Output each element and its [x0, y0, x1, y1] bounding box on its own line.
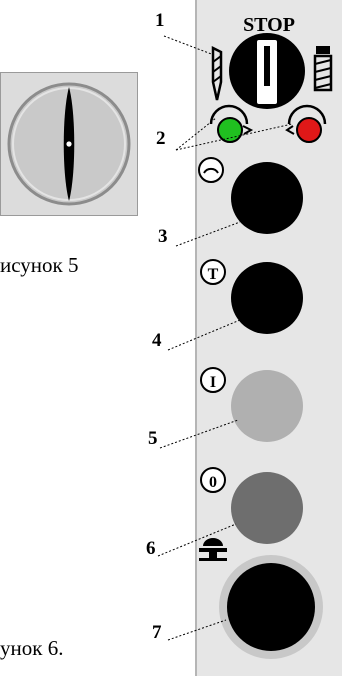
stop-label: STOP	[243, 14, 295, 36]
figure5-caption: исунок 5	[0, 253, 79, 277]
rotary-selector-plate	[0, 72, 138, 216]
rotary-selector-center-dot	[66, 141, 72, 147]
figure6-caption: унок 6.	[0, 636, 64, 660]
indicator-right-lamp	[296, 117, 322, 143]
button6-symbol-icon	[200, 467, 226, 493]
button4-symbol: T	[208, 266, 219, 283]
button3[interactable]	[231, 162, 303, 234]
indicator-left-lamp	[217, 117, 243, 143]
spindle-right-icon	[313, 46, 333, 92]
callout-1: 1	[155, 10, 165, 31]
button6-symbol: 0	[209, 474, 217, 491]
button4-symbol-icon	[200, 259, 226, 285]
button4[interactable]	[231, 262, 303, 334]
button5[interactable]	[231, 370, 303, 442]
callout-6: 6	[146, 538, 156, 559]
rotary-selector-graphic	[7, 82, 131, 206]
button3-symbol-icon	[198, 157, 224, 183]
spindle-left-icon	[211, 45, 223, 101]
button5-symbol-icon	[200, 367, 226, 393]
control-panel-graphic: STOP	[198, 14, 333, 659]
rotation-arrow-icon	[203, 167, 219, 174]
callout-5: 5	[148, 428, 158, 449]
button6[interactable]	[231, 472, 303, 544]
control-panel: STOP	[195, 0, 342, 676]
indicator-left-group	[209, 104, 254, 143]
callout-4: 4	[152, 330, 162, 351]
emergency-stop-icon	[199, 538, 227, 561]
emergency-stop-button[interactable]	[227, 563, 315, 651]
callout-2: 2	[156, 128, 166, 149]
indicator-right-group	[285, 104, 327, 143]
callout-3: 3	[158, 226, 168, 247]
button5-symbol: I	[210, 374, 216, 391]
callout-7: 7	[152, 622, 162, 643]
main-selector-handle-slot	[264, 46, 270, 86]
